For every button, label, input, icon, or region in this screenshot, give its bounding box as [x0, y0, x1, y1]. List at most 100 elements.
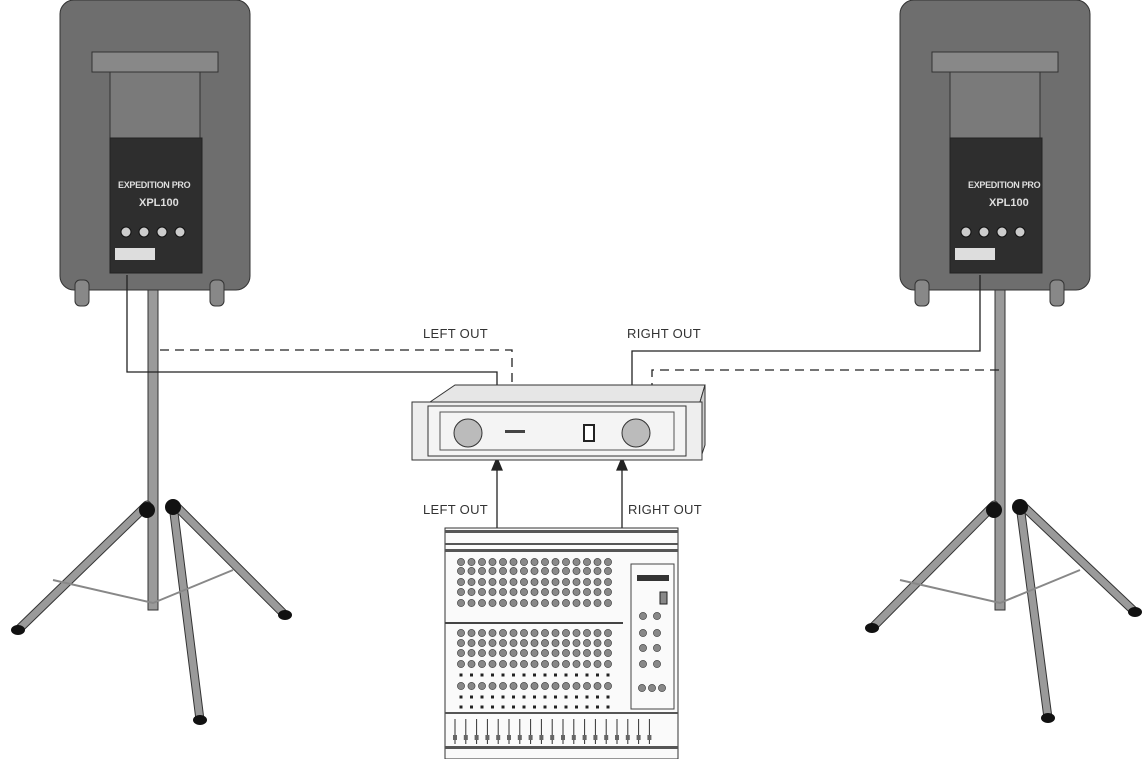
mixer-knob — [478, 682, 486, 690]
leg-foot — [1041, 713, 1055, 723]
mixer-knob — [467, 639, 476, 647]
jack — [1014, 226, 1026, 238]
mixer-left-out-label: LEFT OUT — [423, 502, 489, 517]
fader-cap — [615, 735, 619, 740]
mixer-knob — [520, 578, 528, 586]
mixer-knob — [520, 639, 528, 647]
fader-cap — [550, 735, 555, 740]
mixer-knob — [499, 558, 507, 566]
mixer-knob — [467, 588, 476, 596]
mixer-knob — [604, 588, 612, 596]
amp-left-out-label: LEFT OUT — [423, 326, 489, 341]
mixer-button — [480, 705, 484, 709]
foot — [209, 279, 225, 307]
mixer-knob — [593, 639, 602, 647]
mixer-button — [543, 705, 547, 709]
mixer-knob — [520, 660, 528, 668]
mixer-knob — [509, 558, 518, 566]
fader-cap — [517, 735, 522, 740]
grille — [949, 71, 1041, 139]
mixer-knob — [509, 567, 518, 575]
handle — [931, 51, 1059, 73]
speaker-left — [59, 0, 251, 307]
mixer-knob — [583, 578, 591, 586]
mixer-knob — [593, 629, 602, 637]
mixer-knob — [467, 567, 476, 575]
mixer-knob — [541, 682, 549, 690]
mixer-knob — [457, 682, 465, 690]
mixer-knob — [593, 599, 602, 607]
master-knob — [639, 612, 647, 620]
leg-joint — [139, 502, 155, 518]
foot — [74, 279, 90, 307]
foot — [1049, 279, 1065, 307]
mixer-knob — [530, 558, 539, 566]
mixer-button — [606, 695, 610, 699]
mixer-knob — [530, 599, 539, 607]
mixer-knob — [572, 578, 581, 586]
leg-fill — [169, 501, 204, 724]
fader-cap — [453, 735, 457, 740]
leg-fill — [1016, 501, 1052, 722]
mixer-knob — [562, 599, 570, 607]
cable-right-dashed — [651, 369, 999, 388]
mixer-knob — [604, 649, 612, 657]
mixer-knob — [604, 578, 612, 586]
mixer-knob — [499, 567, 507, 575]
mixer-knob — [593, 588, 602, 596]
leg-foot — [278, 610, 292, 620]
mixer-knob — [499, 639, 507, 647]
mixer-knob — [541, 578, 549, 586]
mixer-button — [522, 673, 526, 677]
handle — [91, 51, 219, 73]
mixer-button — [501, 705, 505, 709]
mixer-knob — [478, 649, 486, 657]
mixer-knob — [488, 578, 497, 586]
mixer-button — [491, 695, 494, 699]
speaker-right — [899, 0, 1091, 307]
mixer-knob — [509, 578, 518, 586]
mixer-knob — [467, 578, 476, 586]
master-knob — [653, 644, 661, 652]
mixer-knob — [488, 639, 497, 647]
mixer-knob — [520, 567, 528, 575]
mixer-knob — [604, 629, 612, 637]
mixer-button — [606, 705, 610, 709]
mixer-knob — [520, 558, 528, 566]
mixer-knob — [530, 660, 539, 668]
speaker-right-brand: EXPEDITION PRO — [968, 180, 1041, 190]
mixer-knob — [562, 567, 570, 575]
mixer-button — [585, 673, 589, 677]
speaker-stand-left — [11, 264, 292, 725]
mixer-knob — [562, 660, 570, 668]
speaker-left-model: XPL100 — [139, 197, 179, 209]
mixer-knob — [457, 558, 465, 566]
mixer-button — [470, 695, 473, 699]
jack — [138, 226, 150, 238]
mixer-knob — [457, 639, 465, 647]
mixer-button — [470, 673, 473, 677]
mixer-button — [585, 705, 589, 709]
fader-cap — [593, 735, 598, 740]
mixer-knob — [520, 649, 528, 657]
master-knob — [639, 629, 647, 637]
mixer-knob — [488, 629, 497, 637]
mixer-knob — [604, 682, 612, 690]
fader-cap — [625, 735, 630, 740]
mixer-button — [459, 695, 463, 699]
mixer-knob — [583, 649, 591, 657]
mixer-knob — [583, 639, 591, 647]
mixer-knob — [509, 588, 518, 596]
mixer-knob — [488, 558, 497, 566]
fader-cap — [463, 735, 468, 740]
mixer-knob — [562, 558, 570, 566]
mixer-knob — [572, 639, 581, 647]
mixer-knob — [604, 558, 612, 566]
fader-cap — [647, 735, 652, 740]
mixer-knob — [520, 599, 528, 607]
leg-fill — [171, 501, 289, 619]
mixer-button — [543, 695, 547, 699]
fader-cap — [561, 735, 565, 740]
mixer-knob — [478, 660, 486, 668]
cable-right-solid — [631, 275, 981, 388]
